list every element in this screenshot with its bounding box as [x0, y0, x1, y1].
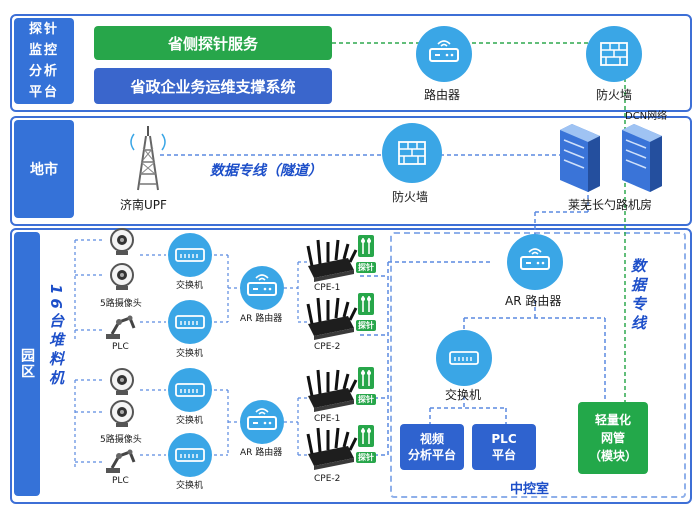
switch-main-icon — [436, 330, 492, 386]
camera-label: 5路摄像头 — [100, 435, 142, 445]
cpe-icon — [306, 296, 358, 342]
plc-robot-icon — [104, 448, 136, 475]
stockyard-label: 16台堆料机 — [47, 284, 65, 389]
cpe-icon — [306, 368, 358, 414]
plc-platform-box: PLC 平台 — [472, 424, 536, 470]
datacenter-servers-icon — [560, 124, 662, 192]
cpe1-label: CPE-1 — [314, 414, 341, 424]
probe-icon — [357, 366, 375, 390]
switch-icon — [168, 233, 212, 277]
probe-tag: 探针 — [356, 262, 376, 273]
camera-label: 5路摄像头 — [100, 299, 142, 309]
plc-label: PLC — [112, 342, 129, 352]
probe-tag: 探针 — [356, 394, 376, 405]
ar-router-label: AR 路由器 — [240, 314, 283, 324]
upf-tower-icon — [130, 126, 166, 191]
probe-platform-label: 探针监控分析平台 — [14, 18, 74, 104]
switch-icon — [168, 300, 212, 344]
firewall-city-label: 防火墙 — [392, 190, 429, 204]
switch-main-label: 交换机 — [445, 388, 482, 402]
switch-icon — [168, 368, 212, 412]
datacenter-label: 莱芜长勺路机房 — [568, 198, 653, 212]
cpe1-label: CPE-1 — [314, 283, 341, 293]
switch-icon — [168, 433, 212, 477]
camera-icon — [110, 368, 134, 396]
camera-icon — [110, 400, 134, 428]
cpe2-label: CPE-2 — [314, 342, 341, 352]
video-platform-box: 视频 分析平台 — [400, 424, 464, 470]
probe-tag: 探针 — [356, 320, 376, 331]
park-label: 园区 — [14, 232, 40, 496]
control-room-label: 中控室 — [510, 482, 550, 497]
router-top-icon — [416, 26, 472, 82]
camera-icon — [110, 263, 134, 291]
cpe-icon — [306, 238, 358, 284]
city-label: 地市 — [14, 120, 74, 218]
tunnel-line-label: 数据专线（隧道） — [210, 163, 322, 179]
ar-router-label: AR 路由器 — [240, 448, 283, 458]
plc-label: PLC — [112, 476, 129, 486]
plc-robot-icon — [104, 314, 136, 341]
firewall-city-icon — [382, 123, 442, 183]
ar-router-main-label: AR 路由器 — [505, 294, 562, 308]
probe-icon — [357, 292, 375, 316]
cpe2-label: CPE-2 — [314, 474, 341, 484]
ar-router-main-icon — [507, 234, 563, 290]
probe-tag: 探针 — [356, 452, 376, 463]
probe-icon — [357, 234, 375, 258]
switch-label: 交换机 — [176, 416, 204, 426]
light-nms-box: 轻量化 网管 （模块） — [578, 402, 648, 474]
cpe-icon — [306, 426, 358, 472]
upf-label: 济南UPF — [120, 198, 167, 212]
firewall-top-icon — [586, 26, 642, 82]
ar-router-icon — [240, 266, 284, 310]
dcn-label: DCN网络 — [625, 111, 668, 122]
camera-icon — [110, 228, 134, 256]
switch-label: 交换机 — [176, 481, 204, 491]
ops-system-bar: 省政企业务运维支撑系统 — [94, 68, 332, 104]
ar-router-icon — [240, 400, 284, 444]
router-top-label: 路由器 — [424, 88, 461, 102]
switch-label: 交换机 — [176, 349, 204, 359]
probe-service-bar: 省侧探针服务 — [94, 26, 332, 60]
firewall-top-label: 防火墙 — [596, 88, 633, 102]
dedicated-line-label: 数据专线 — [629, 258, 647, 334]
switch-label: 交换机 — [176, 281, 204, 291]
probe-icon — [357, 424, 375, 448]
